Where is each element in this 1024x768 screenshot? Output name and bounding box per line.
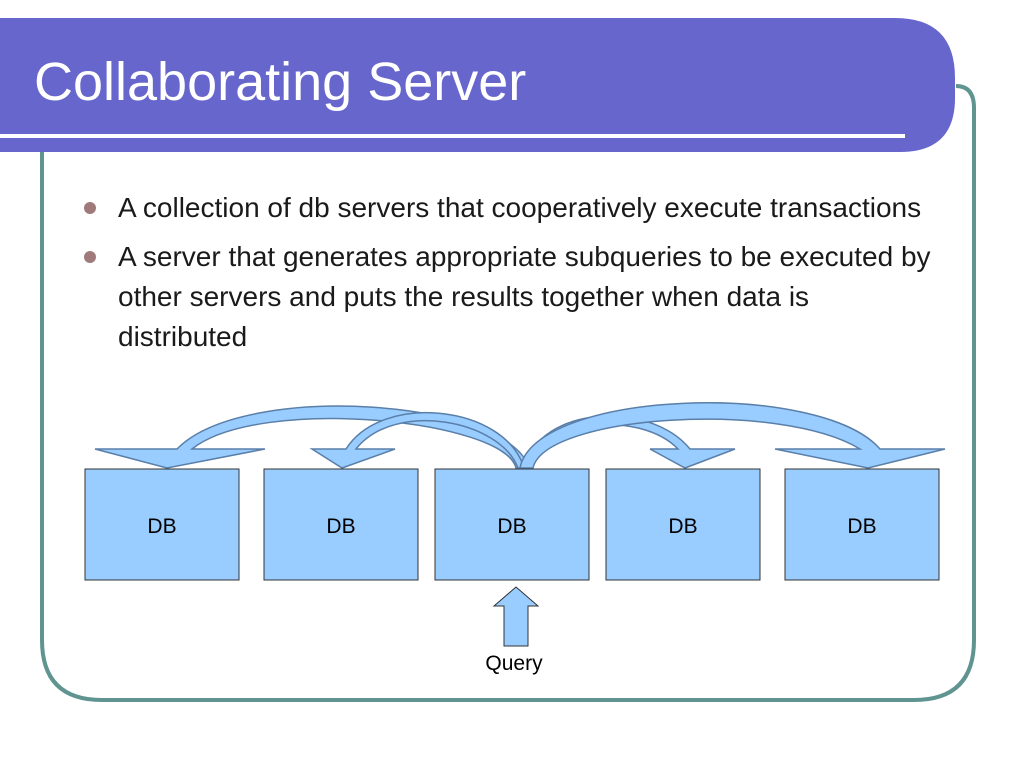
query-arrow	[492, 586, 540, 647]
fanout-arrows	[94, 402, 946, 469]
db-label: DB	[847, 515, 876, 538]
db-label: DB	[326, 515, 355, 538]
query-label: Query	[485, 652, 543, 675]
bullet-text: A collection of db servers that cooperat…	[118, 192, 922, 223]
arrow-to-db-2	[309, 412, 526, 469]
db-box	[84, 468, 240, 581]
db-label: DB	[497, 515, 526, 538]
db-box	[263, 468, 419, 581]
page-title: Collaborating Server	[34, 52, 526, 112]
arrow-to-db-1	[94, 405, 530, 469]
bullet-dot-icon	[84, 202, 96, 214]
arrow-to-db-5	[519, 402, 946, 469]
title-bar	[0, 18, 955, 152]
db-nodes: DB DB DB DB DB	[84, 468, 940, 581]
bullet-list: A collection of db servers that cooperat…	[78, 188, 938, 366]
db-box	[434, 468, 590, 581]
content-frame	[40, 84, 976, 702]
bullet-dot-icon	[84, 251, 96, 263]
db-box	[784, 468, 940, 581]
bullet-item: A collection of db servers that cooperat…	[78, 188, 938, 228]
bullet-item: A server that generates appropriate subq…	[78, 237, 938, 357]
db-box	[605, 468, 761, 581]
db-label: DB	[147, 515, 176, 538]
db-label: DB	[668, 515, 697, 538]
bullet-text: A server that generates appropriate subq…	[118, 241, 931, 352]
